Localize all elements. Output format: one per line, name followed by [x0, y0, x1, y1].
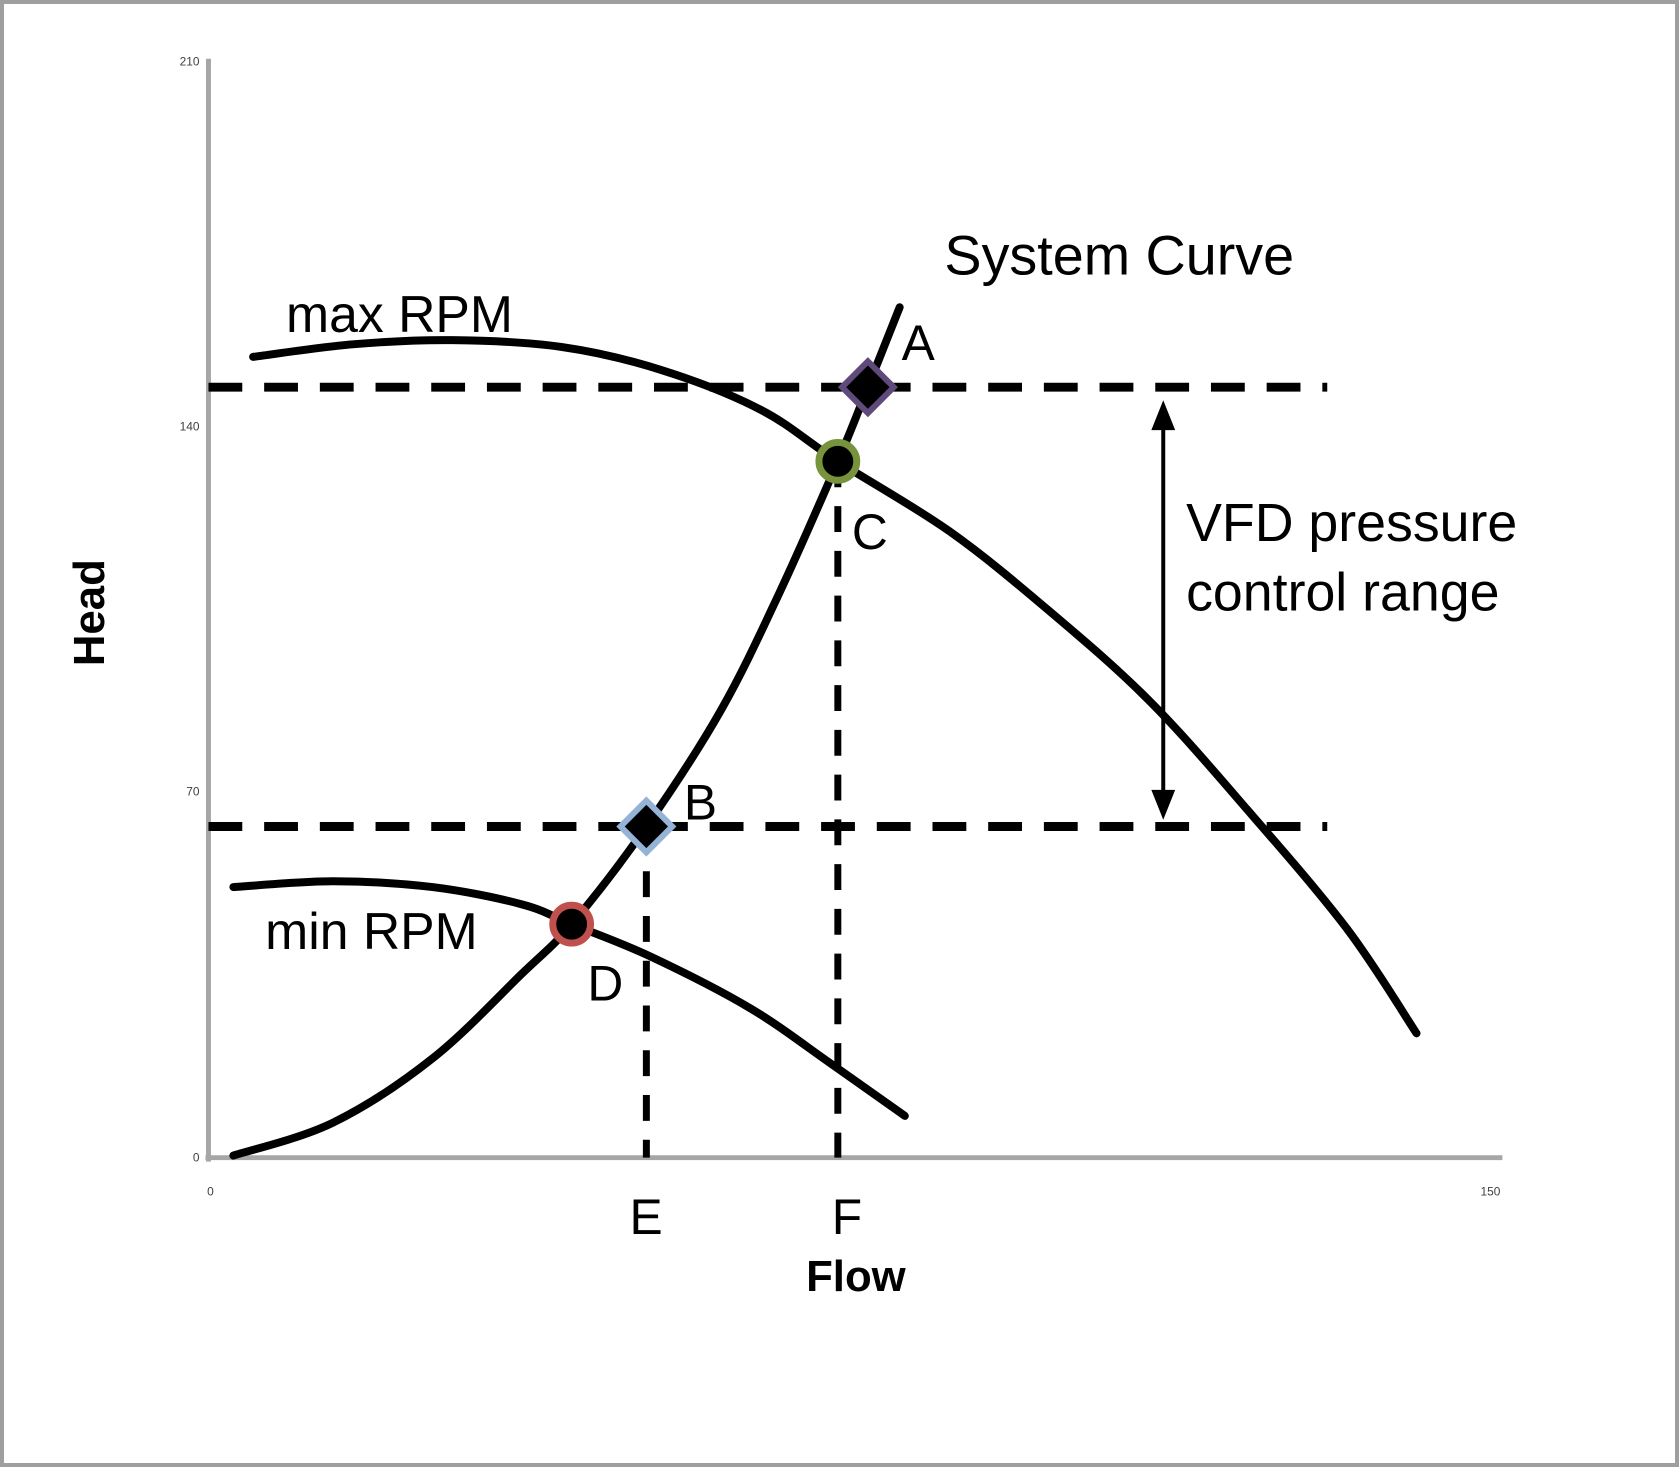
flow-label-F: F — [832, 1189, 862, 1245]
point-label-D: D — [587, 956, 623, 1012]
y-tick-70: 70 — [186, 785, 200, 799]
y-tick-210: 210 — [180, 55, 200, 69]
label-layer: Head Flow 210 140 70 0 0 150 max RPM min… — [65, 55, 1517, 1301]
point-label-B: B — [684, 775, 717, 831]
pump-curve-chart: Head Flow 210 140 70 0 0 150 max RPM min… — [65, 55, 1517, 1301]
point-label-C: C — [852, 504, 888, 560]
system-curve-label: System Curve — [944, 225, 1294, 287]
flow-label-E: E — [629, 1189, 662, 1245]
x-tick-0: 0 — [207, 1184, 214, 1198]
min-rpm-curve-label: min RPM — [265, 902, 478, 960]
x-tick-150: 150 — [1480, 1184, 1500, 1198]
vfd-annotation-line2: control range — [1186, 563, 1499, 623]
point-marker-D — [549, 901, 595, 947]
vfd-range-arrow-head-top — [1151, 400, 1176, 431]
x-axis-title: Flow — [806, 1252, 907, 1301]
y-tick-0: 0 — [193, 1151, 200, 1165]
point-marker-A — [837, 357, 898, 418]
vfd-annotation-line1: VFD pressure — [1186, 493, 1517, 553]
point-marker-C — [815, 438, 861, 484]
max-rpm-curve-label: max RPM — [286, 285, 513, 343]
curve-max-rpm — [249, 336, 1421, 1038]
point-marker-B — [616, 796, 677, 857]
y-axis-title: Head — [65, 559, 114, 666]
y-tick-140: 140 — [180, 420, 200, 434]
vfd-range-arrow-head-bottom — [1151, 789, 1176, 820]
plot-area — [205, 58, 1503, 1162]
point-label-A: A — [902, 315, 936, 371]
